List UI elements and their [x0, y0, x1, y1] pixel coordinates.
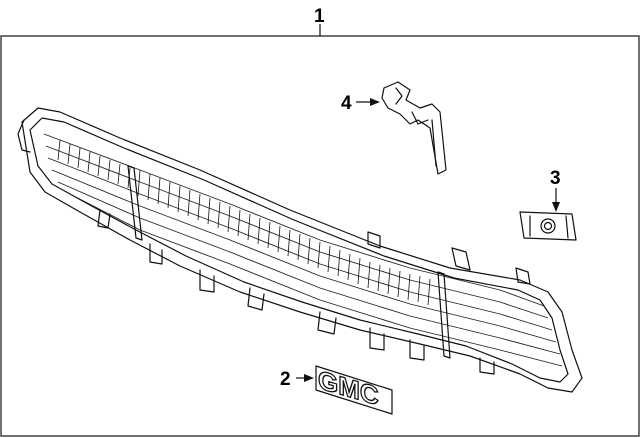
grille-mesh: [57, 139, 431, 306]
callout-2-arrowhead: [304, 374, 314, 382]
emblem-part: GMC: [315, 364, 393, 415]
callout-4-label: 4: [341, 93, 352, 114]
callout-4-arrowhead: [370, 98, 380, 106]
callout-1-label: 1: [314, 6, 325, 27]
clip-part: [519, 211, 577, 241]
grille-lower-tabs: [97, 209, 495, 375]
callout-3-label: 3: [550, 168, 561, 189]
emblem-text: GMC: [318, 364, 379, 411]
callout-3-arrowhead: [552, 202, 560, 212]
bracket-part: [381, 81, 447, 175]
grille-assembly: [17, 107, 583, 393]
callout-2-label: 2: [280, 369, 291, 390]
grille-slats: [43, 133, 563, 367]
grille-upper-clips: [17, 119, 531, 285]
